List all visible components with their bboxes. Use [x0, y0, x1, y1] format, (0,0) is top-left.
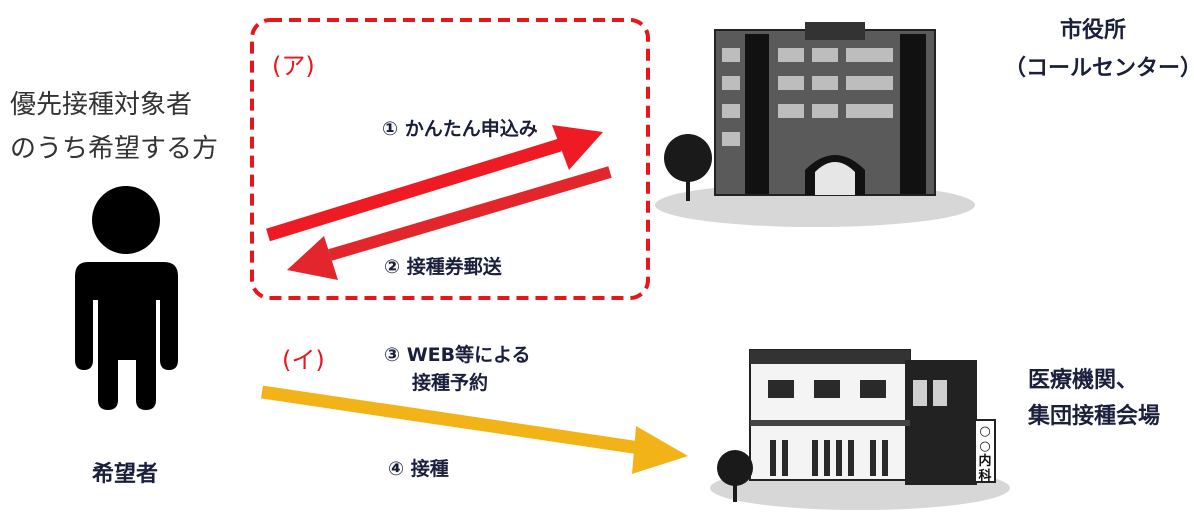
target-group-line1: 優先接種対象者 [10, 90, 193, 120]
step-1-label: ① かんたん申込み [382, 118, 538, 140]
applicant-label: 希望者 [92, 462, 159, 487]
arrow-apply [266, 125, 603, 242]
step-3-label-line2: 接種予約 [412, 372, 489, 394]
medical-label-line1: 医療機関、 [1028, 368, 1139, 393]
step-2-label: ② 接種券郵送 [384, 256, 502, 278]
city-hall-building-icon [655, 22, 975, 227]
arrow-ticket-mail [287, 166, 612, 280]
section-i-label: (イ) [282, 346, 325, 374]
clinic-sign: ○○内科 [978, 424, 992, 484]
dashed-box [250, 18, 650, 300]
city-hall-label-line2: （コールセンター） [1004, 56, 1194, 81]
clinic-building-icon [710, 349, 1010, 510]
city-hall-label-line1: 市役所 [1060, 18, 1127, 43]
section-a-label: (ア) [272, 52, 315, 80]
medical-label-line2: 集団接種会場 [1028, 404, 1161, 429]
person-icon [75, 186, 178, 410]
step-3-label-line1: ③ WEB等による [384, 344, 531, 366]
arrow-vaccination [261, 385, 688, 474]
step-4-label: ④ 接種 [388, 458, 449, 480]
target-group-line2: のうち希望する方 [10, 134, 219, 164]
